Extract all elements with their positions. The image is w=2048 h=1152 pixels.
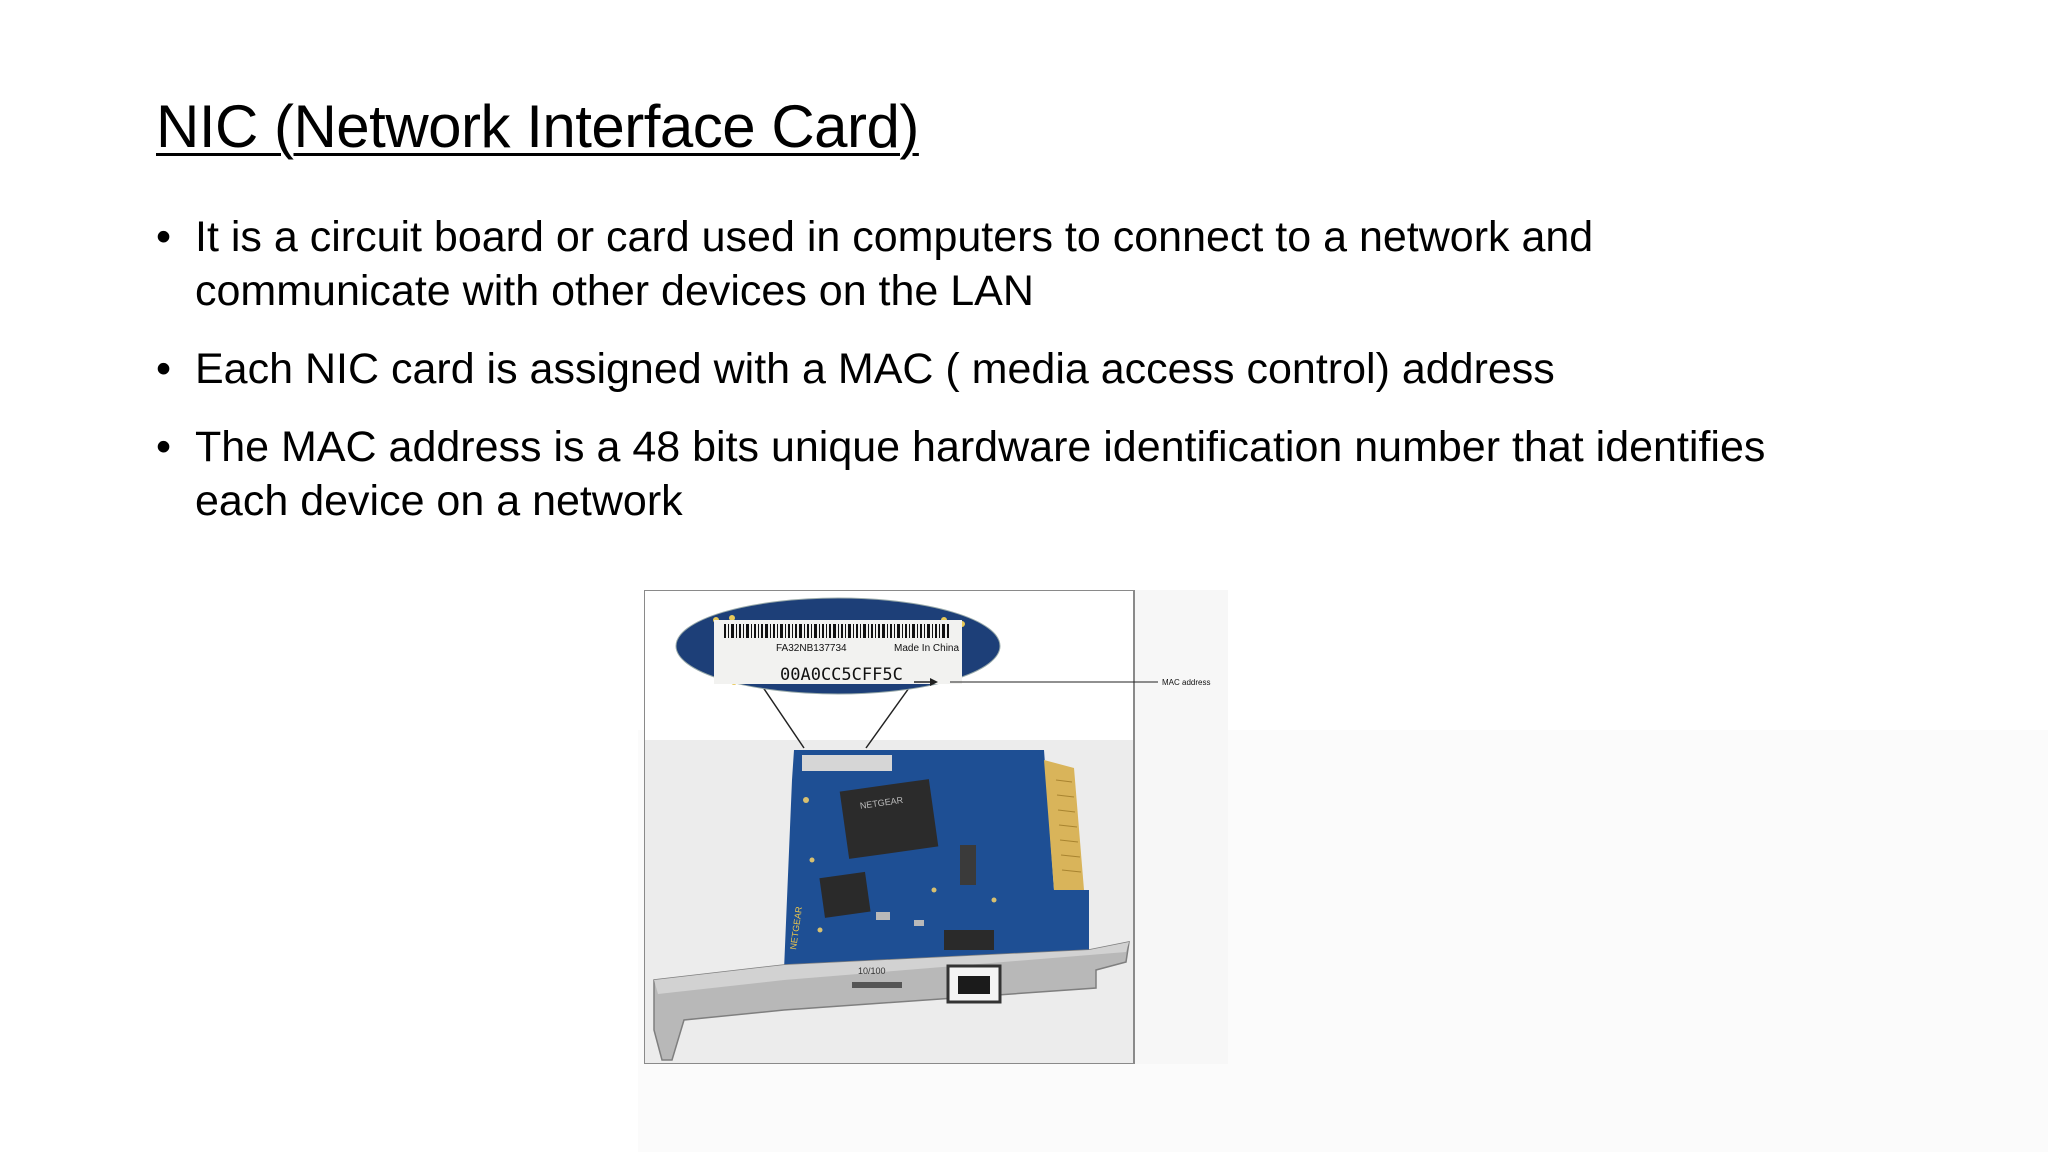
bullet-item: • Each NIC card is assigned with a MAC (… (156, 342, 1776, 396)
label-serial: FA32NB137734 (776, 643, 847, 654)
slide-title: NIC (Network Interface Card) (156, 93, 919, 160)
bullet-list: • It is a circuit board or card used in … (156, 210, 1776, 552)
bullet-icon: • (156, 423, 172, 471)
mac-callout-label: MAC address (1162, 678, 1210, 687)
bullet-text: The MAC address is a 48 bits unique hard… (195, 423, 1766, 525)
bullet-text: It is a circuit board or card used in co… (195, 213, 1594, 315)
label-mac: 00A0CC5CFF5C (780, 665, 903, 685)
bullet-text: Each NIC card is assigned with a MAC ( m… (195, 345, 1555, 393)
bracket-label: 10/100 (858, 966, 886, 976)
bullet-icon: • (156, 213, 172, 261)
label-origin: Made In China (894, 643, 959, 654)
nic-card-photo: FA32NB137734 Made In China 00A0CC5CFF5C … (644, 590, 1228, 1064)
bullet-item: • The MAC address is a 48 bits unique ha… (156, 420, 1776, 528)
bullet-icon: • (156, 345, 172, 393)
bullet-item: • It is a circuit board or card used in … (156, 210, 1776, 318)
